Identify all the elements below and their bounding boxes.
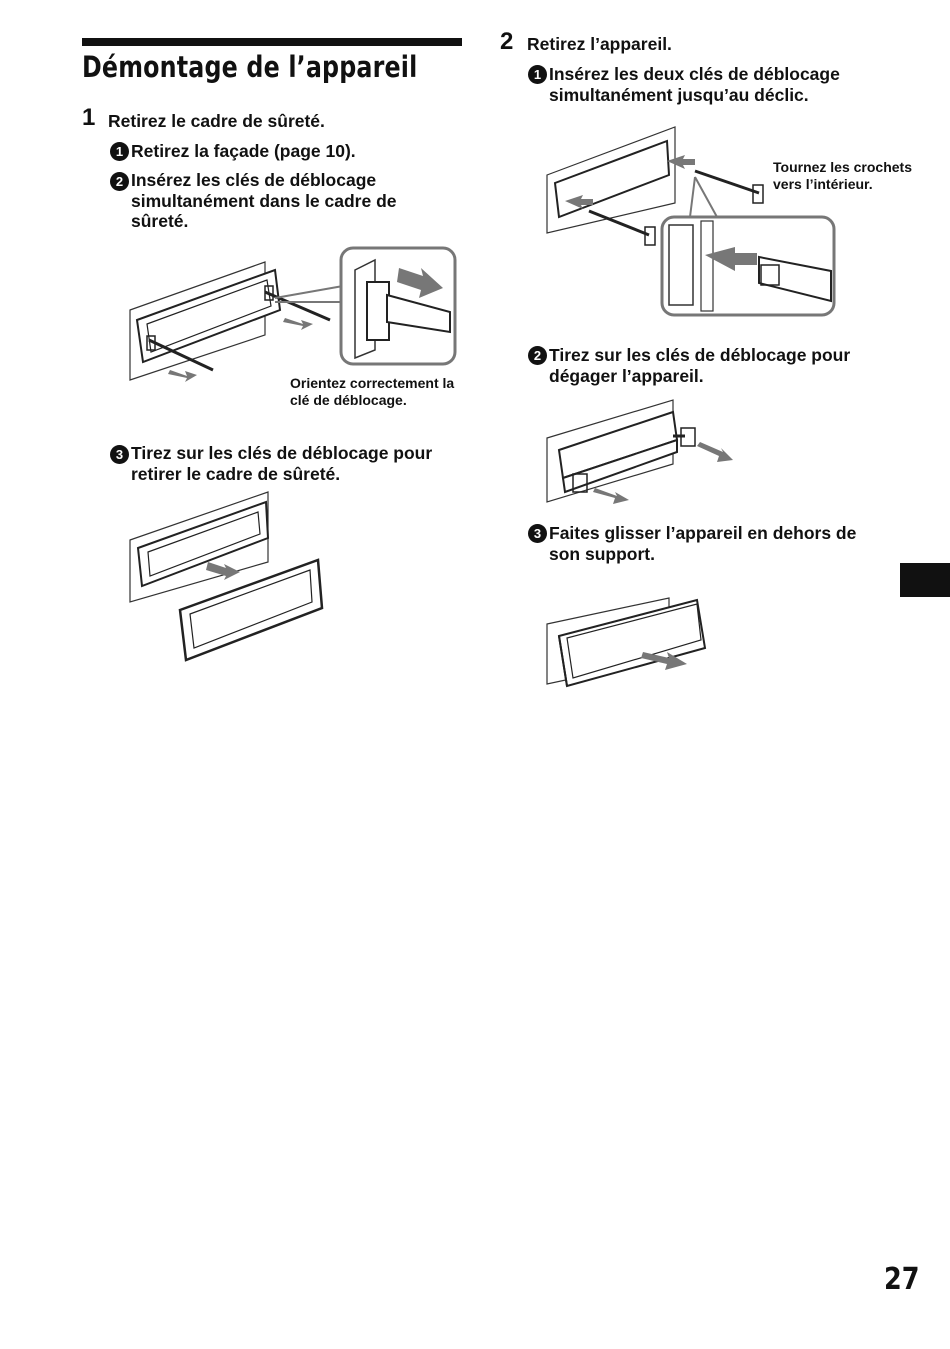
- section-tab-marker: [900, 563, 950, 597]
- illustration-pull-keys-unit: [546, 399, 733, 504]
- step-2-sub-3-marker: 3: [528, 524, 547, 543]
- page-number: 27: [884, 1262, 920, 1297]
- step-2-sub-1-text: Insérez les deux clés de déblocage simul…: [549, 64, 840, 105]
- step-1-sub-1-marker: 1: [110, 142, 129, 161]
- step-1-sub-2-marker: 2: [110, 172, 129, 191]
- callout-turn-hooks: Tournez les crochets vers l’intérieur.: [773, 159, 913, 192]
- callout-orient-key: Orientez correctement la clé de déblocag…: [290, 375, 455, 408]
- step-2-sub-2-text: Tirez sur les clés de déblocage pour dég…: [549, 345, 851, 386]
- step-1-text: Retirez le cadre de sûreté.: [108, 111, 325, 131]
- page-title: Démontage de l’appareil: [82, 50, 418, 84]
- step-1-sub-3-marker: 3: [110, 445, 129, 464]
- step-2-text: Retirez l’appareil.: [527, 34, 672, 54]
- illustration-insert-keys-frame: [129, 246, 457, 382]
- step-2-sub-1-marker: 1: [528, 65, 547, 84]
- illustration-slide-unit-out: [546, 597, 707, 688]
- step-1-sub-2-text: Insérez les clés de déblocage simultaném…: [131, 170, 397, 231]
- title-rule: [82, 38, 462, 46]
- step-2-sub-2-marker: 2: [528, 346, 547, 365]
- step-2-number: 2: [500, 28, 514, 55]
- step-1-number: 1: [82, 104, 96, 131]
- step-1-sub-1-text: Retirez la façade (page 10).: [131, 141, 356, 161]
- illustration-remove-frame: [129, 491, 324, 662]
- illustration-insert-keys-unit: [546, 126, 836, 317]
- step-1-sub-3-text: Tirez sur les clés de déblocage pour ret…: [131, 443, 433, 484]
- step-2-sub-3-text: Faites glisser l’appareil en dehors de s…: [549, 523, 857, 564]
